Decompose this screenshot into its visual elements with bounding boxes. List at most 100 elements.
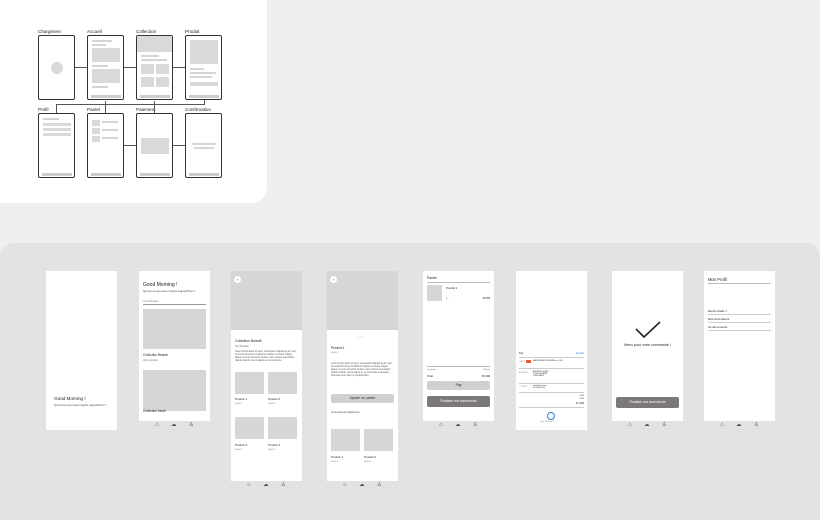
product-price: 00,00 €	[331, 461, 339, 463]
screen-paiement: Pay Annuler CARTE MASTERCARD PLATINUM ••…	[516, 271, 587, 430]
product-price: 00,00 €	[235, 403, 243, 405]
pay-row-value[interactable]: MASTERCARD PLATINUM •••• 1234	[533, 360, 563, 362]
add-to-cart-button[interactable]: Ajouter au panier	[331, 394, 394, 403]
profile-menu-item[interactable]: Besoin d'aide ?	[708, 309, 728, 313]
checkout-button[interactable]: Finaliser ma commande	[616, 397, 679, 408]
pay-total: € 0,00€	[576, 402, 584, 405]
user-icon[interactable]: ♙	[280, 481, 286, 488]
flow-connector	[204, 100, 205, 105]
product-name[interactable]: Produit 1	[235, 397, 248, 401]
page-title: Mon Profil	[708, 277, 727, 282]
flow-label: Collection	[136, 29, 157, 34]
face-id-label: Payer avec Face ID	[540, 422, 554, 423]
flow-connector	[154, 101, 155, 113]
pay-sum-line: 0,00€	[579, 398, 585, 400]
cloud-icon[interactable]: ☁	[170, 421, 177, 428]
profile-menu-item[interactable]: Mes informations	[708, 317, 730, 321]
pay-sum-line: 0,00€	[579, 395, 585, 397]
back-arrow-icon[interactable]: ‹	[330, 276, 337, 283]
pay-row-value[interactable]: ADRESSE CLIENT 1 RUE DE PARIS 75000 PARI…	[533, 371, 549, 378]
user-icon[interactable]: ♙	[188, 421, 194, 428]
cloud-icon[interactable]: ☁	[358, 481, 365, 488]
greeting-subtitle: Qu'est ce qui vous inspire aujourd'hui ?	[54, 403, 107, 407]
product-image[interactable]	[364, 429, 393, 451]
home-icon[interactable]: ⌂	[155, 421, 159, 428]
product-image[interactable]	[235, 372, 264, 394]
wireframe-confirmation	[185, 113, 222, 178]
product-price: 00,00 €	[364, 461, 372, 463]
user-icon[interactable]: ♙	[376, 481, 382, 488]
checkmark-icon	[635, 321, 661, 339]
screen-accueil: Good Morning ! Qu'est ce qui vous inspir…	[139, 271, 210, 430]
home-icon[interactable]: ⌂	[720, 421, 724, 428]
pay-row-value[interactable]: client@mail.com 06 00 00 00 00	[533, 385, 547, 390]
back-arrow-icon[interactable]: ‹	[234, 276, 241, 283]
carousel-dots[interactable]: • • •	[358, 335, 363, 339]
user-icon[interactable]: ♙	[753, 421, 759, 428]
cloud-icon[interactable]: ☁	[454, 421, 461, 428]
flow-label: Confirmation	[185, 107, 212, 112]
cart-item-price: 35,00€	[482, 297, 490, 300]
cart-item-name: Produit 1	[446, 286, 458, 290]
wireframe-accueil	[87, 35, 124, 100]
chevron-right-icon: ›	[770, 309, 771, 313]
collection-title[interactable]: Collection Mode	[143, 409, 166, 413]
home-icon[interactable]: ⌂	[628, 421, 632, 428]
cloud-icon[interactable]: ☁	[262, 481, 269, 488]
tab-bar: ⌂ ☁ ♙	[612, 421, 683, 430]
quantity-select[interactable]: 1 ⌵	[446, 297, 450, 300]
tab-bar: ⌂ ☁ ♙	[423, 421, 494, 430]
flow-label: Panier	[87, 107, 101, 112]
product-image[interactable]	[331, 429, 360, 451]
home-icon[interactable]: ⌂	[343, 481, 347, 488]
collection-title[interactable]: Collection Beauté	[143, 353, 168, 357]
total-value: 35,00€	[481, 374, 490, 378]
product-name[interactable]: Produit 3	[235, 443, 248, 447]
tab-bar: ⌂ ☁ ♙	[231, 481, 302, 490]
cloud-icon[interactable]: ☁	[735, 421, 742, 428]
wireframe-profil	[38, 113, 75, 178]
collection-link[interactable]: Voir le produit	[143, 359, 158, 362]
cloud-icon[interactable]: ☁	[643, 421, 650, 428]
product-name[interactable]: Produit 2	[364, 455, 377, 459]
product-price: 00,00 €	[268, 449, 276, 451]
face-id-icon[interactable]	[547, 412, 555, 420]
wireframe-chargement	[38, 35, 75, 100]
product-image[interactable]	[235, 417, 264, 439]
collection-subtitle: Voir Produits	[235, 345, 249, 348]
flow-connector	[173, 67, 185, 68]
collection-image[interactable]	[143, 370, 206, 411]
profile-menu-item[interactable]: Se déconnecter	[708, 325, 728, 329]
home-icon[interactable]: ⌂	[439, 421, 443, 428]
chevron-right-icon: ›	[770, 325, 771, 329]
product-name[interactable]: Produit 1	[331, 455, 344, 459]
cancel-link[interactable]: Annuler	[575, 352, 584, 355]
apple-pay-button[interactable]: Pay	[427, 381, 490, 390]
confirmation-message: Merci pour votre commande !	[624, 343, 671, 347]
screen-collection: ‹ Collection Beauté Voir Produits Lorem …	[231, 271, 302, 490]
tab-bar: ⌂ ☁ ♙	[704, 421, 775, 430]
collection-image[interactable]	[143, 309, 206, 349]
checkout-button[interactable]: Finaliser ma commande	[427, 396, 490, 407]
product-image[interactable]	[268, 417, 297, 439]
product-name[interactable]: Produit 4	[268, 443, 281, 447]
product-image[interactable]	[268, 372, 297, 394]
user-icon[interactable]: ♙	[661, 421, 667, 428]
product-name[interactable]: Produit 2	[268, 397, 281, 401]
product-hero-image	[327, 271, 398, 330]
user-flow-diagram: Chargment Accueil Collection Produit Pro…	[0, 0, 267, 203]
screen-produit: ‹ • • • Produit 1 00,00 € Lorem ipsum do…	[327, 271, 398, 490]
pay-row-label: CARTE	[519, 361, 526, 363]
delivery-value: Offerte	[483, 369, 490, 371]
flow-connector	[105, 101, 106, 113]
product-price: 00,00 €	[268, 403, 276, 405]
wireframe-produit	[185, 35, 222, 100]
flow-connector	[124, 67, 136, 68]
user-icon[interactable]: ♙	[472, 421, 478, 428]
wireframe-panier	[87, 113, 124, 178]
screen-panier: Panier Produit 1 1 ⌵ 35,00€ Livraison Of…	[423, 271, 494, 430]
collection-description: Lorem ipsum dolor sit amet, consectetur …	[235, 351, 296, 362]
home-icon[interactable]: ⌂	[247, 481, 251, 488]
screen-confirmation: Merci pour votre commande ! Finaliser ma…	[612, 271, 683, 430]
search-input[interactable]: Je recherche...	[143, 300, 161, 303]
